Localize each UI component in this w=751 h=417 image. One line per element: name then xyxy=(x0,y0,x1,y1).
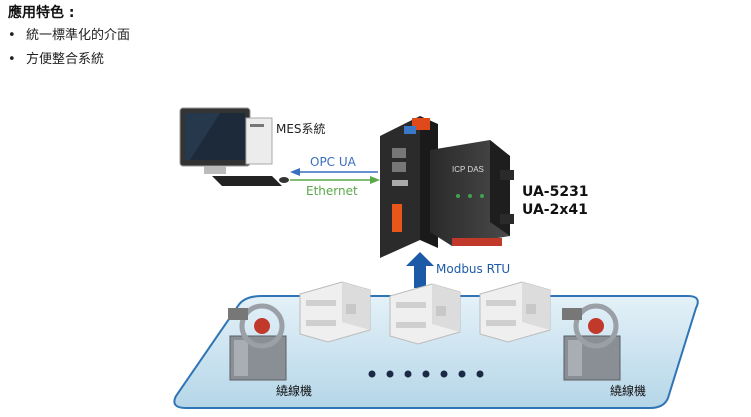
ethernet-label: Ethernet xyxy=(306,184,358,198)
bullet-icon: • xyxy=(8,28,16,43)
model-label: UA-2x41 xyxy=(522,202,588,218)
computer-icon xyxy=(179,107,289,186)
opc-ua-label: OPC UA xyxy=(310,155,356,169)
feature-item: • 統一標準化的介面 xyxy=(8,26,130,50)
ua-2x41-device: ICP DAS xyxy=(430,140,514,246)
modbus-arrow-icon xyxy=(406,252,434,288)
section-heading: 應用特色 : xyxy=(8,5,75,21)
plc-module xyxy=(299,281,371,343)
plc-module xyxy=(389,283,461,345)
device-brand-text: ICP DAS xyxy=(452,165,484,174)
feature-item: • 方便整合系統 xyxy=(8,50,130,74)
feature-text: 統一標準化的介面 xyxy=(26,28,131,43)
winding-machine xyxy=(562,303,621,381)
mes-label: MES系統 xyxy=(276,122,326,136)
winder-label: 繞線機 xyxy=(610,384,647,398)
arrow-right-icon xyxy=(370,176,380,184)
feature-text: 方便整合系統 xyxy=(26,52,105,67)
ellipsis-dots xyxy=(368,370,484,378)
modbus-label: Modbus RTU xyxy=(436,262,511,276)
winder-label: 繞線機 xyxy=(276,384,313,398)
winding-machine xyxy=(228,303,287,381)
arrow-left-icon xyxy=(290,168,300,176)
bullet-icon: • xyxy=(8,52,16,67)
model-label: UA-5231 xyxy=(522,184,589,200)
feature-list: • 統一標準化的介面 • 方便整合系統 xyxy=(8,26,130,74)
ua-5231-device xyxy=(380,116,438,258)
plc-module xyxy=(479,281,551,343)
